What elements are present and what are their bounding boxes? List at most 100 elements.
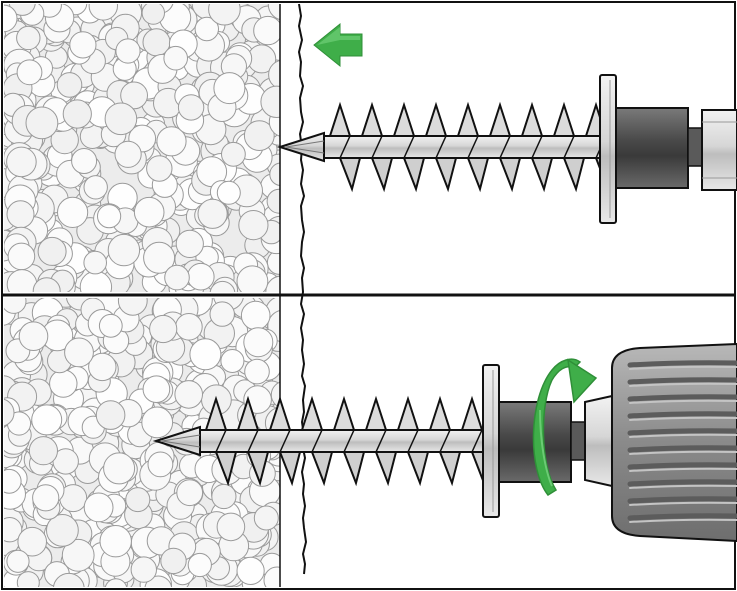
insulation-bead [71, 148, 98, 174]
screw-thread-upper [364, 395, 388, 431]
washer-top [599, 74, 617, 224]
insulation-bead [32, 277, 61, 292]
insulation-bead [146, 155, 173, 182]
insulation-bead [103, 452, 136, 485]
insulation-bead [37, 236, 67, 266]
insulation-bead [141, 4, 165, 25]
screw-thread-lower [498, 157, 522, 193]
screw-thread-upper [456, 101, 480, 137]
screw-thread-lower [402, 157, 426, 193]
screw-thread-upper [552, 101, 576, 137]
insulation-bead [18, 321, 49, 352]
screw-tip [152, 425, 201, 457]
insulation-bead [4, 517, 23, 543]
insulation-bead [95, 400, 126, 430]
insulation-bead [53, 572, 85, 587]
insulation-bead [49, 369, 78, 398]
insulation-beads-bottom [4, 298, 280, 587]
insulation-bead [4, 468, 22, 494]
insulation-bead [117, 298, 148, 316]
insulation-bead [6, 200, 35, 229]
insulation-bead [125, 487, 151, 513]
washer-bottom [482, 364, 500, 518]
insulation-bead [164, 264, 190, 291]
insulation-bead [163, 45, 188, 71]
screw-tip [276, 131, 325, 163]
insulation-bead [88, 4, 118, 21]
insulation-bead [156, 126, 187, 157]
screw-thread-lower [530, 157, 554, 193]
insulation-bead [115, 38, 141, 64]
chuck-ridge [627, 360, 737, 368]
insulation-bead [238, 210, 269, 241]
insulation-bead [194, 16, 220, 42]
screw-shaft [323, 135, 603, 159]
insulation-bead [64, 337, 94, 368]
chuck-ridge [627, 462, 737, 470]
insulation-bead [4, 398, 15, 427]
screw-thread-upper [520, 101, 544, 137]
screw-thread-upper [488, 101, 512, 137]
screw-thread-upper [360, 101, 384, 137]
bit-holder-top [615, 107, 737, 191]
insulation-bead [265, 275, 280, 292]
insulation-bead [4, 298, 27, 314]
insulation-bead [83, 250, 107, 275]
insulation-bead [263, 566, 280, 587]
insulation-bead [31, 404, 63, 436]
insulation-bead [270, 381, 280, 409]
insulation-bead [32, 484, 60, 512]
insulation-bead [6, 549, 30, 573]
insulation-bead [17, 526, 48, 557]
screw-thread-lower [562, 157, 586, 193]
insulation-bead [244, 358, 270, 385]
insulation-bead [16, 571, 40, 587]
chuck-ridge [627, 445, 737, 453]
insulation-bead [4, 4, 18, 33]
insulation-bead [147, 451, 174, 478]
insulation-bead [104, 578, 128, 587]
chuck-ridge [627, 394, 737, 402]
insulation-bead [16, 25, 41, 51]
screw-thread-lower [278, 451, 302, 487]
screw-thread-lower [438, 451, 462, 487]
screw-thread-upper [424, 101, 448, 137]
insulation-bead [79, 270, 113, 292]
insulation-bead [189, 338, 222, 371]
insulation-bead [266, 188, 280, 214]
insulation-bead [175, 229, 204, 258]
step-1-group [276, 22, 737, 224]
insulation-bead [209, 280, 236, 292]
insulation-bead [69, 31, 97, 59]
screw-thread-upper [428, 395, 452, 431]
insulation-bead [240, 300, 271, 331]
screw-thread-lower [342, 451, 366, 487]
chuck-ridge [627, 428, 737, 436]
insulation-bead [243, 120, 275, 152]
insulation-bead [7, 242, 36, 271]
insulation-bead [62, 99, 92, 129]
screw-thread-lower [246, 451, 270, 487]
insulation-bead [149, 314, 178, 344]
insulation-bead [83, 175, 108, 200]
insulation-bottom [4, 298, 280, 587]
screw-thread-upper [392, 101, 416, 137]
insulation-bead [83, 492, 114, 523]
insulation-bead [243, 327, 274, 358]
insulation-bead [197, 198, 228, 229]
insulation-bead [221, 141, 246, 167]
screw-thread-lower [434, 157, 458, 193]
insulation-bead [216, 512, 246, 542]
chuck-ridge [627, 513, 737, 521]
insulation-bead [175, 313, 203, 341]
push-arrow-icon [313, 22, 363, 68]
insulation-bead [130, 556, 158, 583]
insulation-bead [57, 196, 89, 228]
insulation-bead [99, 525, 132, 558]
insulation-bead [61, 538, 95, 572]
insulation-bead [211, 483, 237, 510]
insulation-bead [174, 380, 203, 409]
insulation-top [4, 4, 280, 292]
insulation-bead [216, 180, 241, 205]
